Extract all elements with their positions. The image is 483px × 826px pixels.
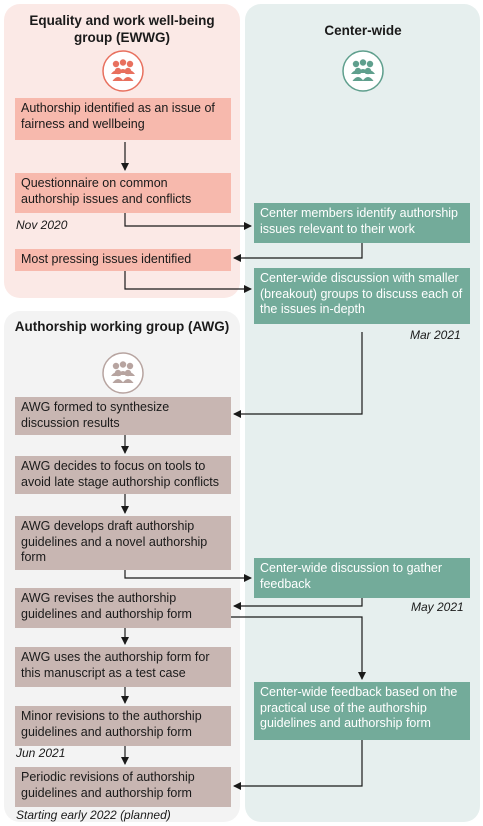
- ewwg-title: Equality and work well-being group (EWWG…: [29, 13, 215, 45]
- arrow-feedback-to-revises: [233, 598, 363, 610]
- awg-step-focus-tools: AWG decides to focus on tools to avoid l…: [15, 456, 231, 494]
- ewwg-step-authorship-identified: Authorship identified as an issue of fai…: [15, 98, 231, 140]
- date-nov-2020: Nov 2020: [16, 218, 68, 232]
- ewwg-step-questionnaire: Questionnaire on common authorship issue…: [15, 173, 231, 213]
- date-mar-2021: Mar 2021: [410, 328, 461, 342]
- arrow-center-to-pressing: [233, 243, 363, 262]
- awg-step-revises: AWG revises the authorship guidelines an…: [15, 588, 231, 628]
- center-step-gather-feedback: Center-wide discussion to gather feedbac…: [254, 558, 470, 598]
- center-step-practical-feedback: Center-wide feedback based on the practi…: [254, 682, 470, 740]
- center-wide-title: Center-wide: [324, 23, 402, 38]
- date-jun-2021: Jun 2021: [16, 746, 66, 760]
- awg-step-test-case: AWG uses the authorship form for this ma…: [15, 647, 231, 687]
- awg-step-draft-guidelines: AWG develops draft authorship guidelines…: [15, 516, 231, 570]
- people-group-icon: [102, 352, 144, 394]
- arrow-pressing-to-breakout: [124, 271, 252, 293]
- ewwg-step-pressing-issues: Most pressing issues identified: [15, 249, 231, 271]
- center-step-identify-issues: Center members identify authorship issue…: [254, 203, 470, 243]
- awg-step-periodic-revisions: Periodic revisions of authorship guideli…: [15, 767, 231, 807]
- arrow-questionnaire-to-center: [124, 213, 252, 230]
- arrow-practical-to-periodic: [233, 740, 363, 790]
- date-starting-early-2022: Starting early 2022 (planned): [16, 808, 171, 822]
- arrow-draft-to-feedback: [124, 570, 252, 582]
- people-group-icon: [342, 50, 384, 92]
- awg-title: Authorship working group (AWG): [14, 319, 230, 334]
- center-step-breakout-discussion: Center-wide discussion with smaller (bre…: [254, 268, 470, 324]
- date-may-2021: May 2021: [411, 600, 464, 614]
- people-group-icon: [102, 50, 144, 92]
- awg-step-formed: AWG formed to synthesize discussion resu…: [15, 397, 231, 435]
- arrow-breakout-to-awg: [233, 332, 363, 418]
- arrow-revises-to-practical: [231, 616, 366, 680]
- awg-step-minor-revisions: Minor revisions to the authorship guidel…: [15, 706, 231, 746]
